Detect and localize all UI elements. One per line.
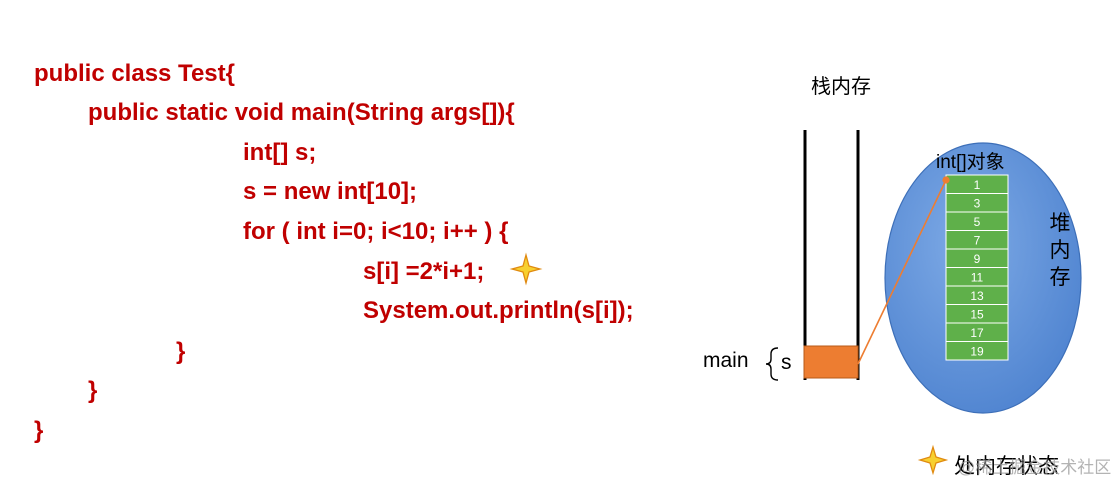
- code-line-main-decl: public static void main(String args[]){: [88, 99, 515, 126]
- code-line-close-class: }: [34, 417, 44, 444]
- caption-text: 处内存状态: [954, 455, 1059, 478]
- arrow-head: [942, 176, 950, 184]
- array-cell-value: 7: [974, 233, 981, 247]
- array-cell-value: 1: [974, 178, 981, 192]
- heap-label: 堆内存: [1049, 212, 1071, 289]
- caption-star-icon: [917, 444, 949, 476]
- code-line-for-loop: for ( int i=0; i<10; i++ ) {: [243, 218, 509, 245]
- brace-icon: [765, 347, 779, 381]
- variable-label-s: s: [781, 351, 792, 374]
- code-line-close-for: }: [176, 338, 186, 365]
- array-cell: [945, 341, 1009, 361]
- array-cell-value: 13: [970, 289, 984, 303]
- code-line-println: System.out.println(s[i]);: [363, 297, 634, 324]
- code-line-class-decl: public class Test{: [34, 60, 235, 87]
- watermark-text: @稀土掘金技术社区: [958, 458, 1112, 477]
- array-cell-value: 11: [971, 270, 984, 284]
- code-line-array-decl: int[] s;: [243, 139, 317, 166]
- reference-arrow: [857, 179, 947, 365]
- code-line-close-main: }: [88, 377, 98, 404]
- frame-label-main: main: [703, 349, 749, 372]
- stack-variable-s: [803, 345, 859, 379]
- array-object-title: int[]对象: [936, 152, 1005, 173]
- code-line-assign: s[i] =2*i+1;: [363, 258, 485, 285]
- stack-title: 栈内存: [811, 76, 871, 98]
- array-cell-value: 15: [970, 307, 984, 321]
- array-cell-value: 9: [974, 252, 981, 266]
- four-point-star-icon: [509, 252, 543, 286]
- array-cell-value: 19: [970, 344, 984, 358]
- code-line-array-alloc: s = new int[10];: [243, 178, 418, 205]
- array-cell-value: 17: [970, 326, 984, 340]
- array-cell-value: 5: [974, 215, 981, 229]
- array-cell-value: 3: [974, 196, 981, 210]
